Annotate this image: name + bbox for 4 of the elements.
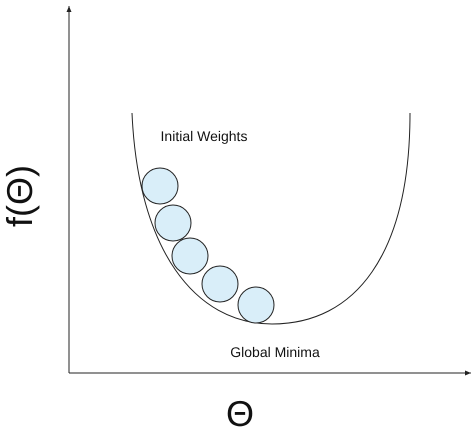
- point-label: Initial Weights: [160, 129, 248, 143]
- axis-label: f(Θ): [2, 165, 38, 227]
- point-label: Global Minima: [230, 345, 320, 359]
- axis-label: Θ: [226, 396, 254, 432]
